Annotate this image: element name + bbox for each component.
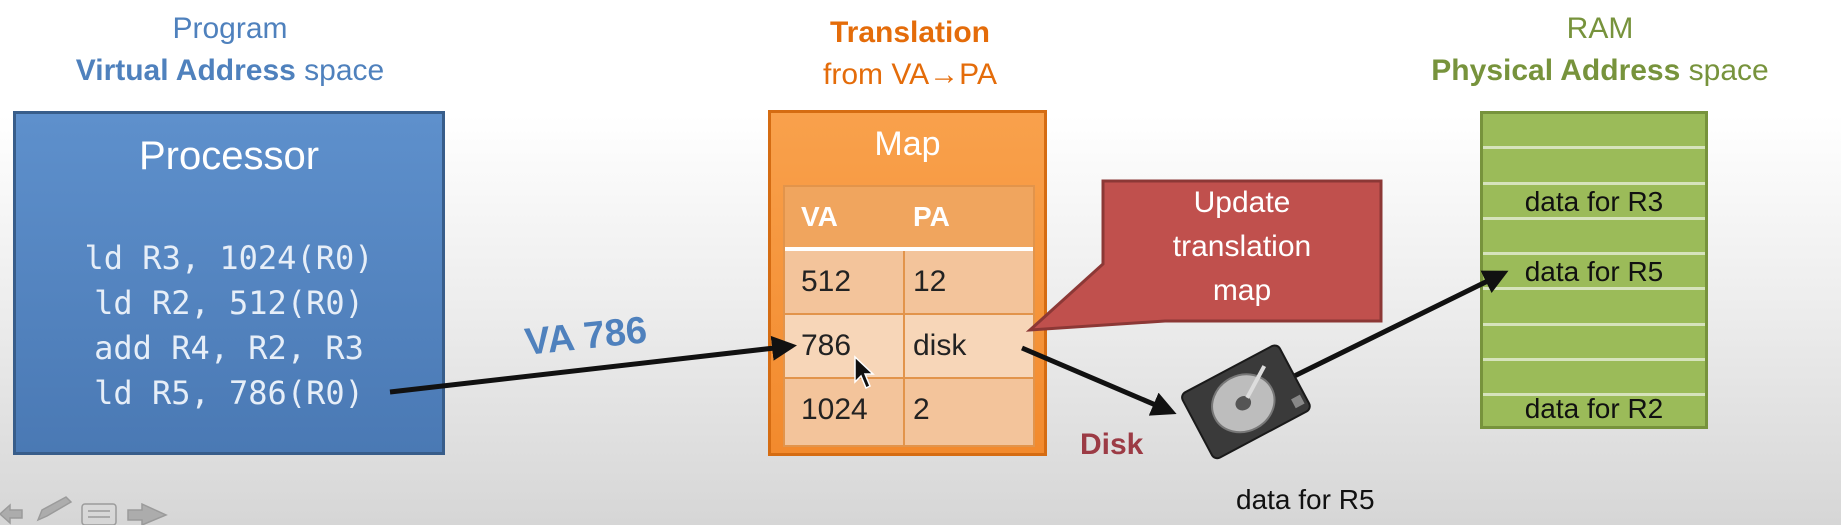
hard-disk-icon (1181, 344, 1311, 460)
pa-cell: disk (913, 329, 967, 362)
map-header-row: VA PA (785, 187, 1033, 251)
ram-slot (1483, 291, 1705, 326)
translation-header-line1: Translation (829, 16, 991, 49)
callout-line: map (1212, 274, 1272, 307)
va-arrow-label: VA 786 (522, 309, 650, 364)
program-header-line1: Program (172, 12, 288, 45)
code-line: ld R3, 1024(R0) (84, 239, 374, 277)
next-slide-icon[interactable] (127, 502, 168, 525)
callout-line: translation (1172, 230, 1312, 263)
ram-slot (1483, 326, 1705, 362)
update-map-callout-text: Update translation map (1103, 181, 1381, 321)
ram-header-line1: RAM (1566, 12, 1634, 45)
ram-slot (1483, 220, 1705, 256)
ram-slot (1483, 114, 1705, 150)
program-header-line2: Virtual Address space (40, 50, 420, 92)
processor-code: ld R3, 1024(R0) ld R2, 512(R0) add R4, R… (16, 236, 442, 416)
translation-header-line2: from VA→PA (823, 58, 997, 91)
physical-address-rest: space (1680, 54, 1769, 87)
pa-cell: 12 (913, 265, 947, 298)
map-column-pa: PA (913, 201, 950, 232)
slide-controls[interactable] (0, 496, 168, 525)
pa-cell: 2 (913, 393, 930, 426)
virtual-address-rest: space (295, 54, 385, 87)
processor-box: Processor ld R3, 1024(R0) ld R2, 512(R0)… (13, 111, 445, 455)
map-column-va: VA (801, 201, 838, 232)
program-header: Program Virtual Address space (40, 8, 420, 92)
va-cell: 786 (801, 329, 852, 362)
ram-slot-label: data for R5 (1524, 256, 1664, 288)
translation-header: Translation from VA→PA (760, 12, 1060, 96)
processor-title: Processor (138, 134, 320, 178)
disk-data-label: data for R5 (1236, 484, 1375, 515)
code-line: ld R2, 512(R0) (94, 284, 364, 322)
ram-slot (1483, 361, 1705, 397)
ram-slot-label: data for R3 (1524, 185, 1664, 217)
table-row: 512 12 (785, 251, 1033, 315)
ram-header: RAM Physical Address space (1390, 8, 1810, 92)
ram-slot: data for R5 (1483, 255, 1705, 291)
callout-line: Update (1193, 186, 1291, 219)
va-cell: 512 (801, 265, 852, 298)
disk-label: Disk (1080, 428, 1144, 461)
table-row: 786 disk (785, 315, 1033, 379)
ram-slot: data for R2 (1483, 392, 1705, 426)
ram-slot: data for R3 (1483, 185, 1705, 220)
ram-header-line2: Physical Address space (1390, 50, 1810, 92)
map-title: Map (874, 125, 941, 163)
map-column-divider (903, 251, 905, 445)
translation-map: Map VA PA 512 12 786 disk 1024 2 (768, 110, 1047, 456)
previous-slide-icon[interactable] (0, 503, 23, 525)
physical-address-bold: Physical Address (1431, 54, 1681, 87)
ram-slot (1483, 149, 1705, 185)
ram-slot-label: data for R2 (1524, 393, 1664, 424)
code-line: ld R5, 786(R0) (94, 374, 364, 412)
table-row: 1024 2 (785, 379, 1033, 443)
menu-icon[interactable] (81, 503, 117, 525)
code-line: add R4, R2, R3 (94, 329, 364, 367)
ram-box: data for R3 data for R5 data for R2 (1480, 111, 1708, 429)
map-table: VA PA 512 12 786 disk 1024 2 (783, 185, 1035, 447)
virtual-address-bold: Virtual Address (75, 54, 296, 87)
va-cell: 1024 (801, 393, 868, 426)
pen-icon[interactable] (36, 496, 73, 522)
